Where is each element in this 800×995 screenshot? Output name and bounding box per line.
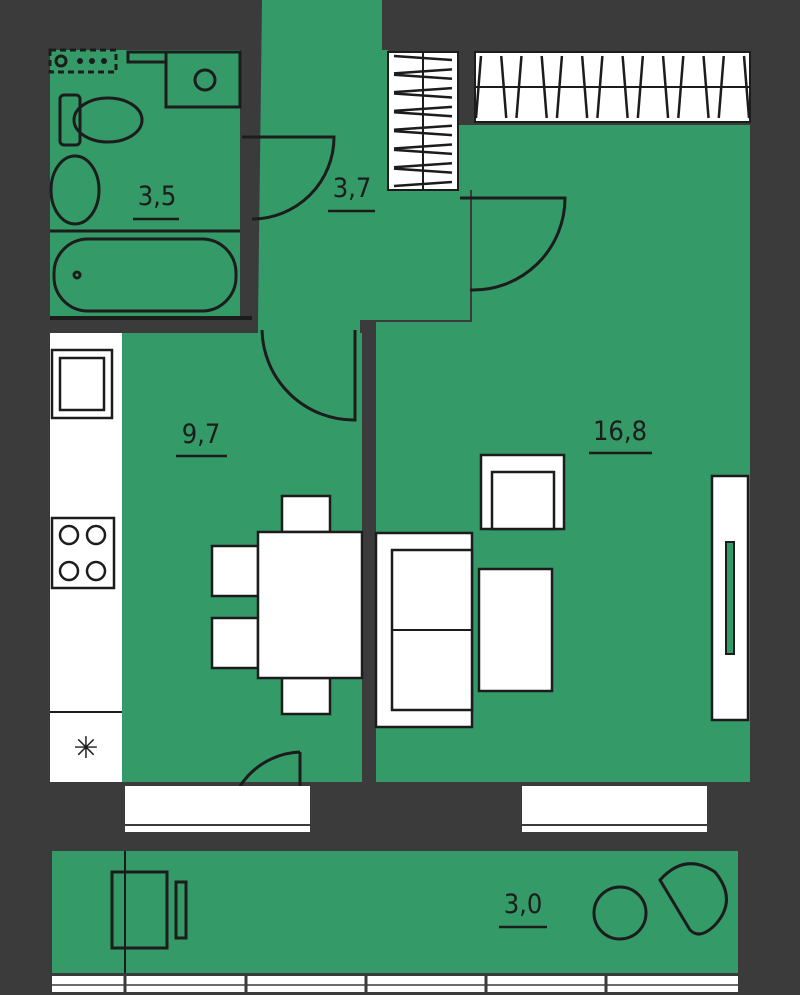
- hatch-line: [702, 55, 710, 119]
- windows: [52, 786, 738, 992]
- hatch-line: [393, 73, 453, 81]
- hatch-line: [393, 161, 453, 169]
- hatch-line: [742, 55, 751, 119]
- hatch-line: [717, 55, 726, 119]
- door-kitchen: [260, 329, 357, 422]
- hatch-line: [596, 55, 604, 119]
- door-living: [460, 196, 567, 292]
- hatch-line: [540, 55, 548, 119]
- area-living-room: 16,8: [593, 416, 647, 447]
- wardrobe-top: [474, 51, 751, 123]
- hatch-line: [393, 143, 453, 150]
- hatch-line: [393, 167, 453, 174]
- hatch-line: [393, 68, 453, 75]
- dining-table: [210, 494, 364, 716]
- hatch-line: [393, 148, 453, 156]
- kitchen-counter: ✳: [50, 333, 122, 782]
- area-kitchen: 9,7: [182, 419, 221, 450]
- hatch-line: [621, 55, 629, 119]
- hatch-line: [393, 111, 453, 118]
- round-table-icon: [592, 885, 648, 941]
- hatch-line: [393, 124, 453, 131]
- closet-hall: [387, 51, 459, 191]
- door-bathroom: [242, 135, 336, 221]
- hatch-line: [393, 92, 453, 99]
- room-bathroom: [50, 50, 240, 318]
- area-balcony: 3,0: [504, 889, 543, 920]
- washing-machine-icon: [164, 50, 242, 109]
- balcony-furniture: [110, 851, 728, 973]
- area-labels: 3,5 3,7 9,7 16,8 3,0: [133, 173, 652, 929]
- hatch-line: [393, 129, 453, 137]
- hatch-line: [580, 55, 589, 119]
- ventilation-icon: ✳: [73, 731, 98, 766]
- hatch-line: [677, 55, 685, 119]
- sink-icon: [49, 154, 101, 226]
- area-hallway: 3,7: [333, 173, 372, 204]
- area-bathroom: 3,5: [138, 181, 177, 212]
- hatch-line: [393, 180, 453, 188]
- room-balcony: [52, 851, 738, 973]
- lounge-chair-icon: [658, 862, 728, 936]
- hatch-line: [515, 55, 523, 119]
- hatch-line: [661, 55, 670, 119]
- bathtub-icon: [52, 237, 238, 313]
- living-furniture: [374, 453, 750, 729]
- hatch-line: [393, 86, 453, 94]
- hatch-line: [393, 54, 453, 62]
- coffee-table: [477, 567, 554, 693]
- hatch-line: [555, 55, 564, 119]
- bathroom-fixtures: [48, 48, 252, 320]
- hatch-line: [499, 55, 508, 119]
- hatch-line: [636, 55, 645, 119]
- toilet-icon: [58, 93, 82, 147]
- hatch-line: [393, 105, 453, 113]
- hatch-line: [474, 55, 483, 119]
